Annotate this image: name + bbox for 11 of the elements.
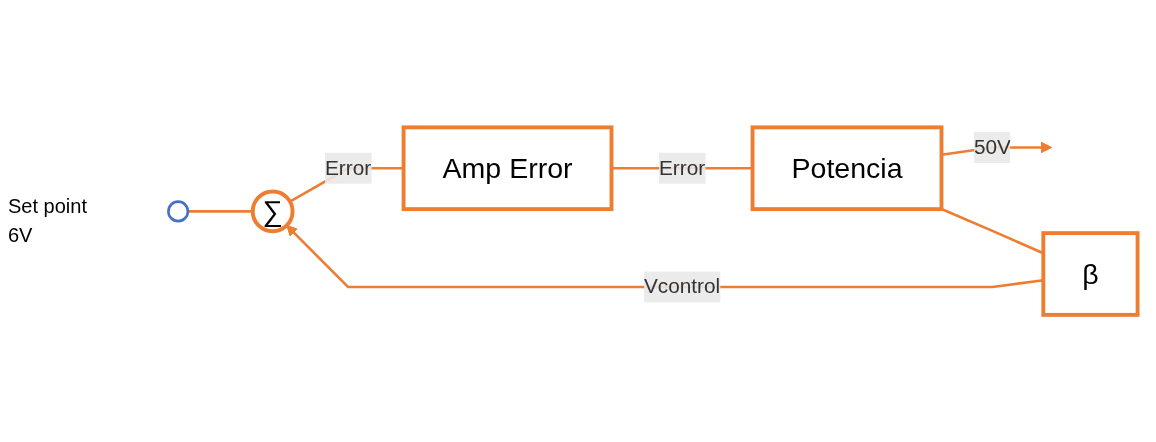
node-circle: ∑	[250, 189, 295, 234]
edge-label: Error	[658, 156, 706, 179]
node-box: β	[1041, 231, 1140, 317]
node-circle	[167, 200, 190, 223]
edge-label: 50V	[973, 135, 1011, 158]
edge-label: Vcontrol	[643, 275, 721, 298]
edge-label: Error	[325, 156, 372, 179]
terminal-label: 6V	[8, 224, 34, 247]
node-box: Potencia	[750, 125, 944, 211]
node-box: Amp Error	[401, 125, 614, 211]
terminal-label: Set point	[8, 195, 88, 218]
